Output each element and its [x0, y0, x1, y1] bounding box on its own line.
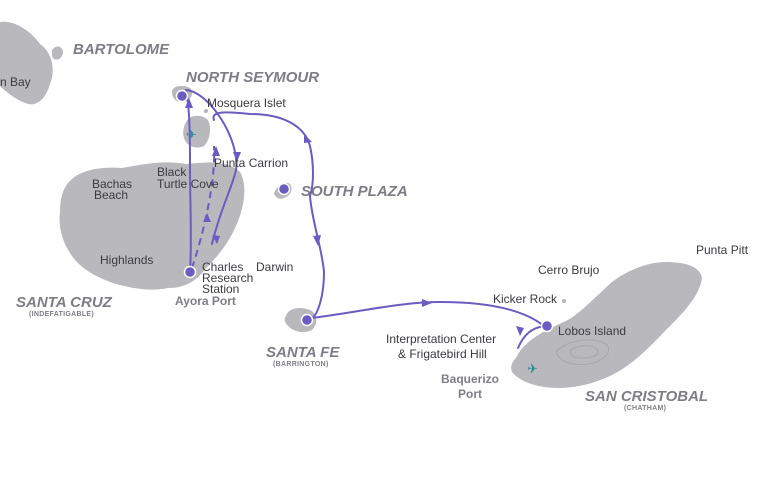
island-label-south-plaza: SOUTH PLAZA — [301, 183, 408, 200]
site-label-punta-carrion: Punta Carrion — [214, 156, 288, 170]
site-label-interpretation-center: & Frigatebird Hill — [398, 347, 487, 361]
site-label-highlands: Highlands — [100, 253, 153, 267]
stop-south-plaza — [277, 182, 291, 196]
bartolome-island — [52, 46, 63, 60]
route-arrow — [185, 98, 193, 108]
santiago-island-partial — [0, 21, 53, 105]
island-label-north-seymour: NORTH SEYMOUR — [186, 69, 319, 86]
site-label-black-turtle-cove: Black — [157, 165, 187, 179]
site-label-interpretation-center: Interpretation Center — [386, 332, 496, 346]
route-arrow — [516, 326, 524, 336]
route-arrow — [212, 235, 220, 244]
port-label-baquerizo: Port — [458, 387, 482, 401]
route-arrow — [233, 152, 241, 162]
route-santacruz-to-northseymour — [185, 89, 192, 273]
site-label-bay: n Bay — [0, 75, 31, 89]
route-arrow — [422, 299, 432, 307]
route-northseymour-loop — [185, 89, 238, 245]
island-label-bartolome: BARTOLOME — [73, 41, 170, 58]
site-label-bachas-beach: Beach — [94, 188, 128, 202]
site-label-charles-research-station: Research — [202, 271, 253, 285]
san-cristobal-contour-inner — [569, 345, 599, 359]
site-label-darwin: Darwin — [256, 260, 293, 274]
island-altname-santa-fe: (BARRINGTON) — [273, 361, 329, 368]
route-arrow — [313, 235, 321, 246]
route-arrow — [212, 146, 220, 156]
stop-north-seymour — [175, 89, 189, 103]
stop-lobos-island — [540, 319, 554, 333]
kicker-rock — [561, 298, 567, 304]
route-southplaza-to-santafe — [309, 195, 326, 319]
island-label-san-cristobal: SAN CRISTOBAL — [585, 388, 708, 405]
stop-santa-fe — [300, 313, 314, 327]
island-label-santa-fe: SANTA FE — [266, 344, 340, 361]
route-santafe-to-lobos — [311, 300, 545, 327]
stop-ayora-port — [183, 265, 197, 279]
port-label-ayora: Ayora Port — [175, 294, 236, 308]
mosquera-islet — [203, 108, 209, 114]
port-label-baquerizo: Baquerizo — [441, 372, 499, 386]
san-cristobal-contour — [555, 339, 610, 365]
site-label-mosquera-islet: Mosquera Islet — [207, 96, 286, 110]
site-label-kicker-rock: Kicker Rock — [493, 292, 558, 306]
route-northseymour-to-southplaza — [212, 111, 314, 197]
site-label-punta-pitt: Punta Pitt — [696, 243, 749, 257]
route-arrow — [304, 134, 312, 143]
site-label-charles-research-station: Charles — [202, 260, 243, 274]
site-label-charles-research-station: Station — [202, 282, 239, 296]
route-dashed-outbound — [191, 145, 216, 269]
site-label-cerro-brujo: Cerro Brujo — [538, 263, 600, 277]
site-label-bachas-beach: Bachas — [92, 177, 132, 191]
island-altname-san-cristobal: (CHATHAM) — [624, 405, 666, 412]
airplane-icon: ✈ — [186, 127, 197, 142]
site-label-black-turtle-cove: Turtle Cove — [157, 177, 219, 191]
airplane-icon: ✈ — [527, 361, 538, 376]
site-label-lobos-island: Lobos Island — [558, 324, 626, 338]
route-arrow — [203, 213, 211, 222]
santa-cruz-island — [59, 162, 245, 290]
island-label-santa-cruz: SANTA CRUZ — [16, 294, 113, 311]
island-altname-santa-cruz: (INDEFATIGABLE) — [29, 311, 94, 318]
